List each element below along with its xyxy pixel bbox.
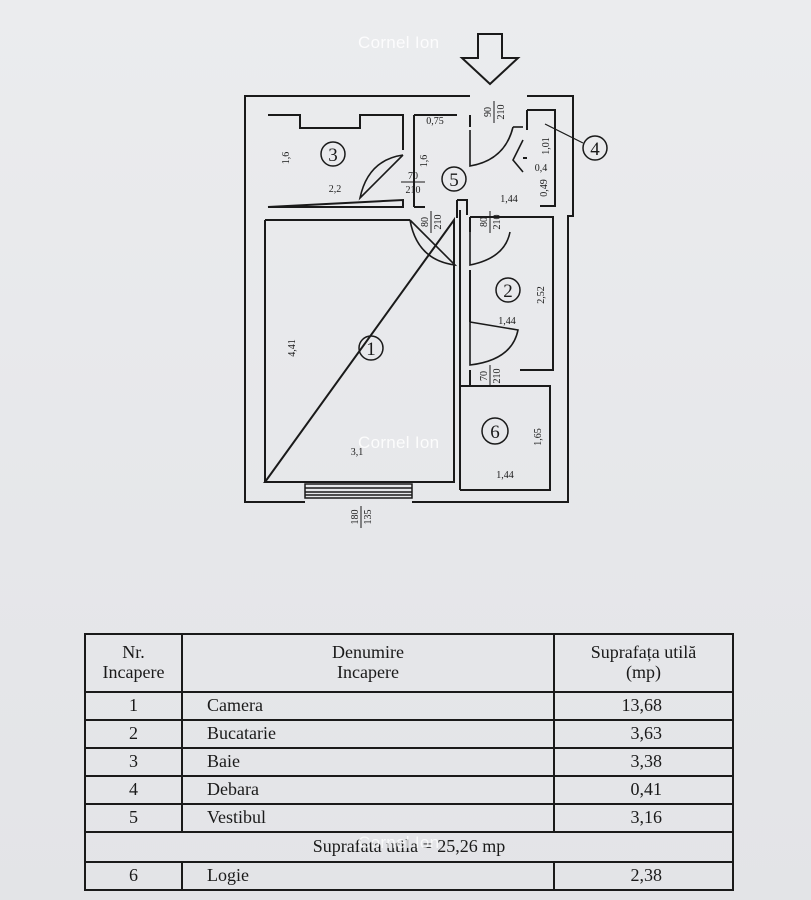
table-row: 2 Bucatarie 3,63 [84, 719, 734, 749]
row-name: Logie [181, 861, 555, 891]
room-6-height: 1,65 [533, 428, 544, 446]
svg-text:90: 90 [483, 107, 494, 117]
entrance-arrow-icon [459, 33, 521, 86]
room-6-width: 1,44 [496, 470, 514, 481]
room-5-height: 1,6 [419, 155, 430, 168]
header-nr: Nr.Incapere [84, 633, 183, 693]
room-marker-2 [495, 277, 521, 303]
svg-text:80: 80 [420, 217, 431, 227]
row-nr: 6 [84, 861, 183, 891]
header-area: Suprafața utilă(mp) [553, 633, 734, 693]
row-nr: 4 [84, 775, 183, 805]
door-entry-size: 90 210 [483, 101, 507, 123]
window [304, 483, 413, 499]
door-size-labels: 90 210 70 210 80 210 80 210 70 210 [350, 101, 507, 528]
row-name: Debara [181, 775, 555, 805]
window-size: 180 135 [350, 506, 374, 528]
svg-text:210: 210 [492, 215, 503, 230]
room-2-width: 1,44 [498, 316, 516, 327]
room-number-2: 2 [503, 281, 513, 302]
svg-text:135: 135 [363, 510, 374, 525]
table-row: 1 Camera 13,68 [84, 691, 734, 721]
room-number-3: 3 [328, 145, 338, 166]
room-1-width: 3,1 [351, 447, 364, 458]
room-1-height: 4,41 [287, 339, 298, 357]
room-2-height: 2,52 [536, 286, 547, 304]
svg-text:210: 210 [433, 215, 444, 230]
row-name: Bucatarie [181, 719, 555, 749]
row-area: 13,68 [553, 691, 734, 721]
table-row: 3 Baie 3,38 [84, 747, 734, 777]
row-area: 3,63 [553, 719, 734, 749]
table-row: 5 Vestibul 3,16 [84, 803, 734, 833]
room-number-6: 6 [490, 422, 500, 443]
room-marker-4 [582, 135, 608, 161]
watermark-top: Cornel Ion [358, 33, 440, 52]
svg-text:180: 180 [350, 510, 361, 525]
svg-text:80: 80 [479, 217, 490, 227]
room-marker-1 [358, 335, 384, 361]
room-marker-5 [441, 166, 467, 192]
walls [244, 95, 574, 503]
room-3-height: 1,6 [281, 152, 292, 165]
doors [358, 126, 524, 366]
room-5-width: 1,44 [500, 194, 518, 205]
floor-plan: 1 2 3 4 5 6 3,1 4,41 1,44 2,52 2,2 1,6 0… [244, 33, 608, 528]
dim-049: 0,49 [539, 179, 550, 197]
row-area: 3,16 [553, 803, 734, 833]
room-marker-6 [481, 417, 509, 445]
room-number-4: 4 [590, 139, 600, 160]
row-area: 0,41 [553, 775, 734, 805]
room-3-width: 2,2 [329, 184, 342, 195]
table-row: 4 Debara 0,41 [84, 775, 734, 805]
row-nr: 1 [84, 691, 183, 721]
svg-text:210: 210 [492, 369, 503, 384]
row-nr: 3 [84, 747, 183, 777]
door-bath-size: 70 210 [401, 171, 425, 196]
dimension-labels: 3,1 4,41 1,44 2,52 2,2 1,6 0,4 1,01 1,44… [281, 116, 552, 481]
room-4-height: 1,01 [541, 137, 552, 155]
room-number-5: 5 [449, 170, 459, 191]
door-room1-size: 80 210 [420, 211, 444, 233]
svg-text:70: 70 [479, 371, 490, 381]
table-row-logia: 6 Logie 2,38 [84, 861, 734, 891]
svg-text:210: 210 [406, 185, 421, 196]
row-name: Camera [181, 691, 555, 721]
row-nr: 5 [84, 803, 183, 833]
room-marker-3 [320, 141, 346, 167]
room-markers: 1 2 3 4 5 6 [320, 123, 608, 445]
svg-text:70: 70 [408, 171, 418, 182]
row-name: Baie [181, 747, 555, 777]
door-logia-size: 70 210 [479, 365, 503, 387]
total-row: Suprafata utila = 25,26 mp [84, 831, 734, 863]
room-number-1: 1 [366, 339, 376, 360]
door-kitchen-size: 80 210 [479, 211, 503, 233]
room-4-width: 0,4 [535, 163, 548, 174]
row-area: 3,38 [553, 747, 734, 777]
total-area: Suprafata utila = 25,26 mp [84, 831, 734, 863]
dim-075: 0,75 [426, 116, 444, 127]
watermark-bottom: Cornel Ion [358, 833, 440, 852]
row-name: Vestibul [181, 803, 555, 833]
room-4-leader-line [544, 123, 584, 144]
watermark-middle: Cornel Ion [358, 433, 440, 452]
svg-text:210: 210 [496, 105, 507, 120]
row-area: 2,38 [553, 861, 734, 891]
row-nr: 2 [84, 719, 183, 749]
